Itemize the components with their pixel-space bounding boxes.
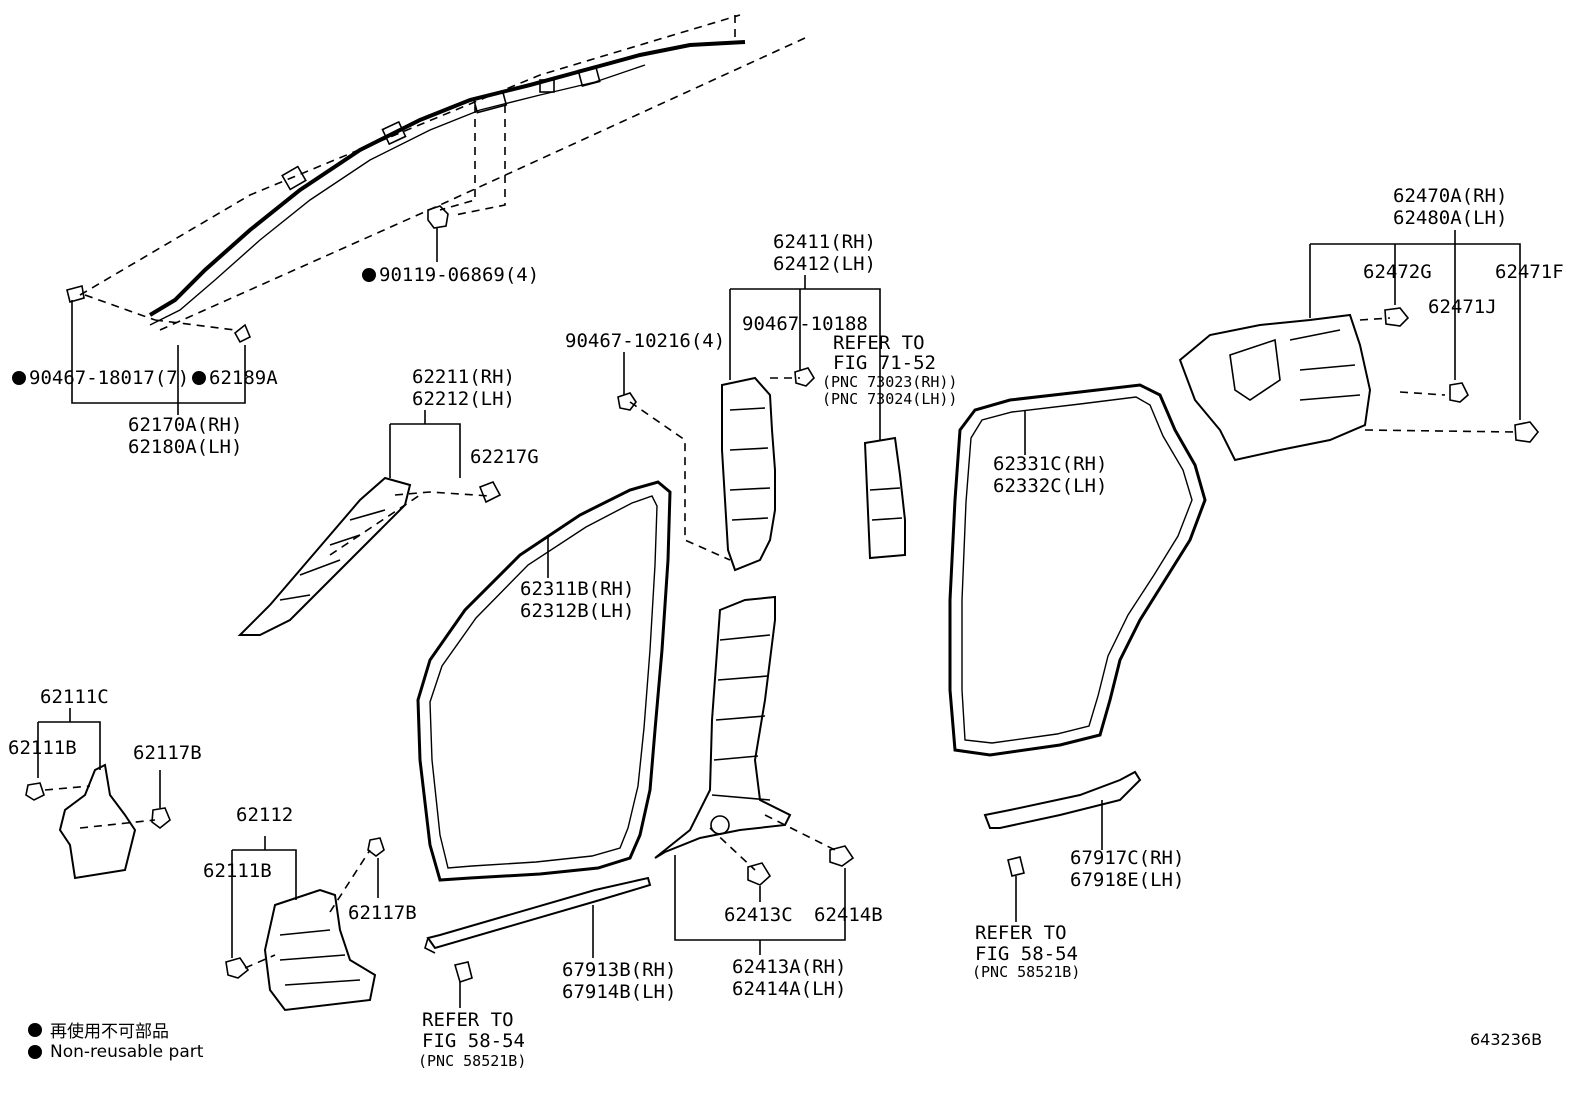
clip-62414B — [829, 845, 855, 867]
label-62189A[interactable]: 62189A — [192, 368, 278, 389]
label-62311B[interactable]: 62311B(RH) — [520, 578, 635, 600]
b-pillar-lower-dashed — [709, 814, 836, 871]
refer-fig-58-b-line2[interactable]: FIG 58-54 — [975, 943, 1078, 965]
legend-en: Non-reusable part — [28, 1042, 203, 1062]
label-62413A[interactable]: 62413A(RH) — [732, 956, 847, 978]
label-62180A[interactable]: 62180A(LH) — [128, 436, 243, 458]
bolt-90119 — [427, 205, 449, 229]
front-door-weatherstrip — [416, 480, 672, 882]
refer-fig-71-line2[interactable]: FIG 71-52 — [833, 352, 936, 374]
refer-fig-58-a-line1: REFER TO — [422, 1009, 514, 1031]
rear-quarter-dashed — [1359, 317, 1516, 433]
kick-panel-dashed — [44, 785, 156, 829]
label-62111C[interactable]: 62111C — [40, 686, 109, 708]
label-90467-10188[interactable]: 90467-10188 — [742, 313, 868, 335]
refer-fig-71-line3: (PNC 73023(RH)) — [822, 373, 958, 391]
non-reusable-bullet-icon — [12, 371, 26, 385]
legend-jp-text: 再使用不可部品 — [50, 1022, 169, 1042]
refer-fig-71-line4: (PNC 73024(LH)) — [822, 390, 958, 408]
front-scuff-plate — [424, 876, 652, 954]
a-pillar-trim — [237, 476, 412, 636]
clip-62472G — [1384, 307, 1410, 327]
label-67914B[interactable]: 67914B(LH) — [562, 981, 677, 1003]
refer-fig-58-a-line3: (PNC 58521B) — [418, 1052, 527, 1070]
seatbelt-anchor-cover — [863, 436, 906, 560]
non-reusable-bullet-icon — [28, 1022, 42, 1037]
label-62471F[interactable]: 62471F — [1495, 261, 1564, 283]
label-62170A[interactable]: 62170A(RH) — [128, 414, 243, 436]
refer-fig-58-b-line1: REFER TO — [975, 922, 1067, 944]
label-62480A[interactable]: 62480A(LH) — [1393, 207, 1508, 229]
label-62117B-a[interactable]: 62117B — [133, 742, 202, 764]
clip-62471J — [1449, 382, 1469, 403]
clip-62217G — [478, 481, 502, 504]
label-67913B[interactable]: 67913B(RH) — [562, 959, 677, 981]
label-62117B-b[interactable]: 62117B — [348, 902, 417, 924]
clip-58521B-b — [1007, 856, 1025, 877]
label-62111B-b[interactable]: 62111B — [203, 860, 272, 882]
clip-90467-18017 — [66, 285, 85, 303]
label-62412[interactable]: 62412(LH) — [773, 253, 876, 275]
leader-62111C — [37, 721, 101, 778]
leader-62470A — [1309, 243, 1521, 420]
leader-62112 — [231, 849, 297, 958]
label-62414A[interactable]: 62414A(LH) — [732, 978, 847, 1000]
label-62414B[interactable]: 62414B — [814, 904, 883, 926]
rear-scuff-plate — [983, 770, 1142, 829]
label-62211[interactable]: 62211(RH) — [412, 366, 515, 388]
label-90119-06869[interactable]: 90119-06869(4) — [362, 265, 539, 286]
label-62411[interactable]: 62411(RH) — [773, 231, 876, 253]
front-kick-panel-upper — [58, 763, 137, 880]
leader-62413A — [674, 855, 846, 941]
rear-door-weatherstrip — [948, 383, 1207, 757]
clip-62413C — [747, 862, 772, 886]
airbag-dashed-leaders — [79, 14, 806, 331]
label-67917C[interactable]: 67917C(RH) — [1070, 847, 1185, 869]
label-62472G[interactable]: 62472G — [1363, 261, 1432, 283]
label-62332C[interactable]: 62332C(LH) — [993, 475, 1108, 497]
leader-62411 — [729, 288, 881, 440]
refer-fig-58-b-line3: (PNC 58521B) — [972, 963, 1081, 981]
legend-jp: 再使用不可部品 — [28, 1017, 169, 1042]
clip-62471F — [1514, 421, 1540, 443]
curtain-airbag — [148, 40, 746, 326]
clip-62117B-a — [151, 807, 171, 830]
non-reusable-bullet-icon — [28, 1045, 42, 1059]
rear-quarter-trim — [1178, 313, 1372, 462]
bolt-90467-10188 — [794, 367, 816, 387]
kick-panel-lower-dashed — [244, 849, 371, 969]
bolt-90467-10216 — [617, 392, 637, 411]
label-62470A[interactable]: 62470A(RH) — [1393, 185, 1508, 207]
non-reusable-bullet-icon — [362, 268, 376, 282]
refer-fig-71-line1: REFER TO — [833, 332, 925, 354]
clip-62111B-a — [25, 782, 45, 801]
front-kick-panel-lower — [263, 888, 377, 1012]
label-62413C[interactable]: 62413C — [724, 904, 793, 926]
leader-62211 — [389, 423, 461, 478]
b-pillar-upper-trim — [721, 376, 776, 572]
label-62112[interactable]: 62112 — [236, 804, 294, 826]
b-pillar-lower-trim — [654, 595, 792, 859]
clip-62117B-b — [367, 837, 385, 857]
label-62217G[interactable]: 62217G — [470, 446, 539, 468]
label-62212[interactable]: 62212(LH) — [412, 388, 515, 410]
non-reusable-bullet-icon — [192, 371, 206, 385]
legend-en-text: Non-reusable part — [50, 1042, 204, 1062]
leader-62170A — [71, 300, 246, 404]
a-pillar-dashed — [329, 491, 491, 556]
clip-62189A — [233, 323, 252, 344]
refer-fig-58-a-line2[interactable]: FIG 58-54 — [422, 1030, 525, 1052]
label-62331C[interactable]: 62331C(RH) — [993, 453, 1108, 475]
clip-62111B-b — [225, 957, 250, 979]
clip-58521B-a — [453, 961, 473, 984]
figure-id: 643236B — [1470, 1030, 1543, 1049]
label-90467-18017[interactable]: 90467-18017(7) — [12, 368, 189, 389]
label-90467-10216[interactable]: 90467-10216(4) — [565, 330, 726, 352]
label-62312B[interactable]: 62312B(LH) — [520, 600, 635, 622]
label-62471J[interactable]: 62471J — [1428, 296, 1497, 318]
b-pillar-upper-dashed — [629, 377, 800, 561]
label-67918E[interactable]: 67918E(LH) — [1070, 869, 1185, 891]
label-62111B-a[interactable]: 62111B — [8, 737, 77, 759]
